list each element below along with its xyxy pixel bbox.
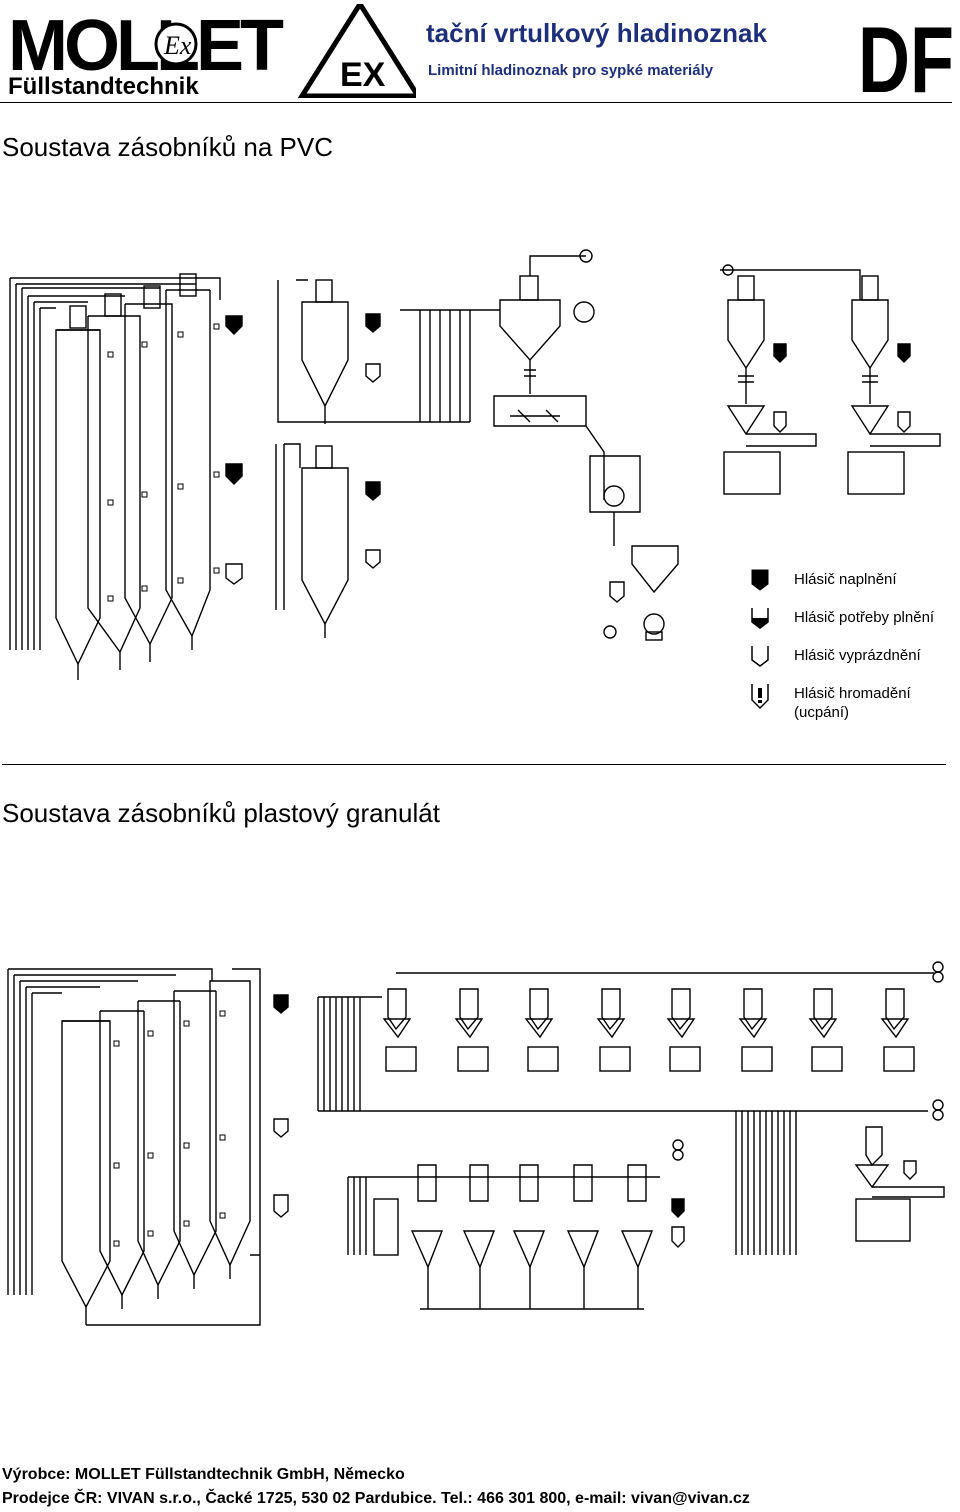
header-divider [0,102,952,103]
legend-label: Hlásič vyprázdnění [794,647,921,664]
legend-item-blockage: Hlásič hromadění (ucpání) [750,682,960,726]
df-logo: DF [858,7,956,112]
legend-label: Hlásič naplnění [794,571,897,588]
legend-label: Hlásič hromadění (ucpání) [794,685,911,721]
blockage-indicator-icon [751,684,769,710]
svg-text:Ex: Ex [163,31,192,60]
brand-tagline: Füllstandtechnik [8,73,199,98]
section-divider [2,764,946,765]
mixer-line [400,249,679,641]
footer-dealer: Prodejce ČR: VIVAN s.r.o., Čacké 1725, 5… [2,1490,750,1507]
middle-silos [275,279,470,638]
mollet-logo: MOLLET Ex EX Füllstandtechnik [4,0,423,100]
legend-item-full: Hlásič naplnění [750,568,960,592]
empty-indicator-icon [751,646,769,667]
ex-mark: EX [340,56,386,94]
granulate-silo-diagram [0,955,960,1340]
bottom-dosing-row [347,1099,945,1310]
full-indicator-icon [751,569,769,591]
demand-indicator-icon [751,608,769,629]
tall-silos [9,273,221,680]
legend-label: Hlásič potřeby plnění [794,609,935,626]
section-title-pvc: Soustava zásobníků na PVC [2,132,333,162]
svg-text:MOLLET: MOLLET [8,6,284,86]
footer-manufacturer: Výrobce: MOLLET Füllstandtechnik GmbH, N… [2,1466,405,1483]
right-hoppers [720,264,941,495]
top-dosing-row [317,961,944,1112]
header-subtitle: Limitní hladinoznak pro sypké materiály [428,62,714,79]
pvc-silo-diagram [0,240,960,695]
legend-item-demand: Hlásič potřeby plnění [750,606,960,630]
df-mark: DF [858,16,954,96]
section-title-granulate: Soustava zásobníků plastový granulát [2,798,440,828]
header-title: tační vrtulkový hladinoznak [426,18,767,48]
legend-item-empty: Hlásič vyprázdnění [750,644,960,668]
tall-silos [7,968,289,1326]
